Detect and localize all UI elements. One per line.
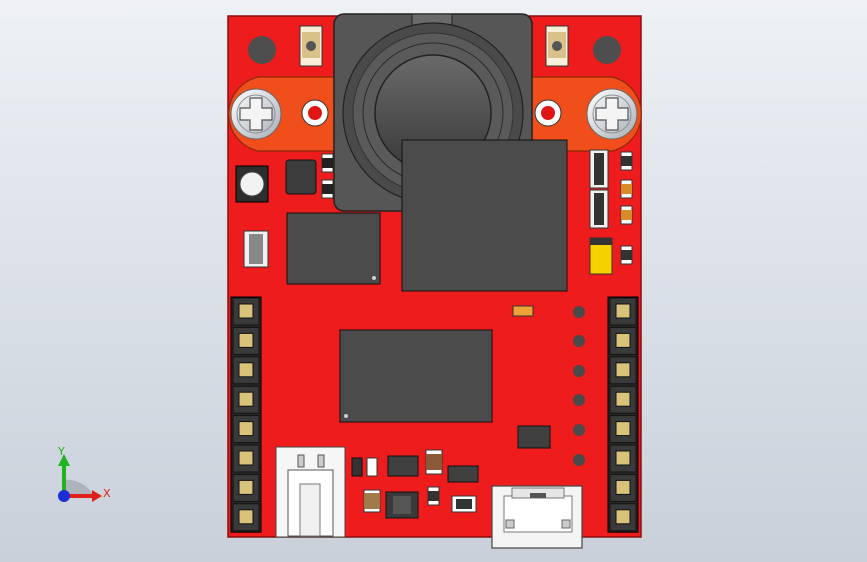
jst-connector[interactable] xyxy=(275,446,346,538)
header-pin[interactable] xyxy=(609,473,637,502)
microcontroller-chip xyxy=(339,329,493,423)
y-axis-label: Y xyxy=(57,445,65,458)
header-pin[interactable] xyxy=(609,415,637,444)
passive-component xyxy=(321,153,334,199)
z-axis-dot xyxy=(58,490,70,502)
ic-chip-small xyxy=(387,425,551,483)
header-pin[interactable] xyxy=(232,503,260,532)
led-right xyxy=(545,25,569,67)
screw-icon xyxy=(230,88,282,140)
crystal-oscillator xyxy=(243,230,269,268)
header-pin[interactable] xyxy=(609,356,637,385)
passive-component xyxy=(620,151,633,265)
header-pin[interactable] xyxy=(609,503,637,532)
header-pin[interactable] xyxy=(609,385,637,414)
header-pin[interactable] xyxy=(232,356,260,385)
header-pin[interactable] xyxy=(232,297,260,326)
header-pin[interactable] xyxy=(232,385,260,414)
header-pin[interactable] xyxy=(609,297,637,326)
resistor-array xyxy=(589,149,609,229)
flash-chip xyxy=(286,212,381,285)
regulator-chip xyxy=(285,159,317,195)
mounting-hole-left xyxy=(248,36,276,64)
sensor-chip xyxy=(401,139,568,292)
header-pin[interactable] xyxy=(232,415,260,444)
screw-icon xyxy=(586,88,638,140)
header-pin[interactable] xyxy=(609,326,637,355)
x-axis-arrowhead xyxy=(92,490,102,502)
passive-component xyxy=(351,449,443,513)
usb-connector[interactable] xyxy=(491,485,583,549)
pin-header-right[interactable] xyxy=(607,296,639,533)
y-axis-arrowhead xyxy=(58,454,70,466)
header-pin[interactable] xyxy=(232,444,260,473)
header-pin[interactable] xyxy=(232,326,260,355)
test-pads xyxy=(573,306,585,466)
pin-header-left[interactable] xyxy=(230,296,262,533)
x-axis-label: X xyxy=(103,487,111,500)
axis-triad: Y X xyxy=(57,445,111,502)
mounting-hole-right xyxy=(593,36,621,64)
tantalum-capacitor xyxy=(589,237,613,275)
header-pin[interactable] xyxy=(609,444,637,473)
diode xyxy=(451,495,477,513)
led-left xyxy=(299,25,323,67)
tactile-button[interactable] xyxy=(235,165,269,203)
smd-resistor xyxy=(512,305,534,317)
header-pin[interactable] xyxy=(232,473,260,502)
